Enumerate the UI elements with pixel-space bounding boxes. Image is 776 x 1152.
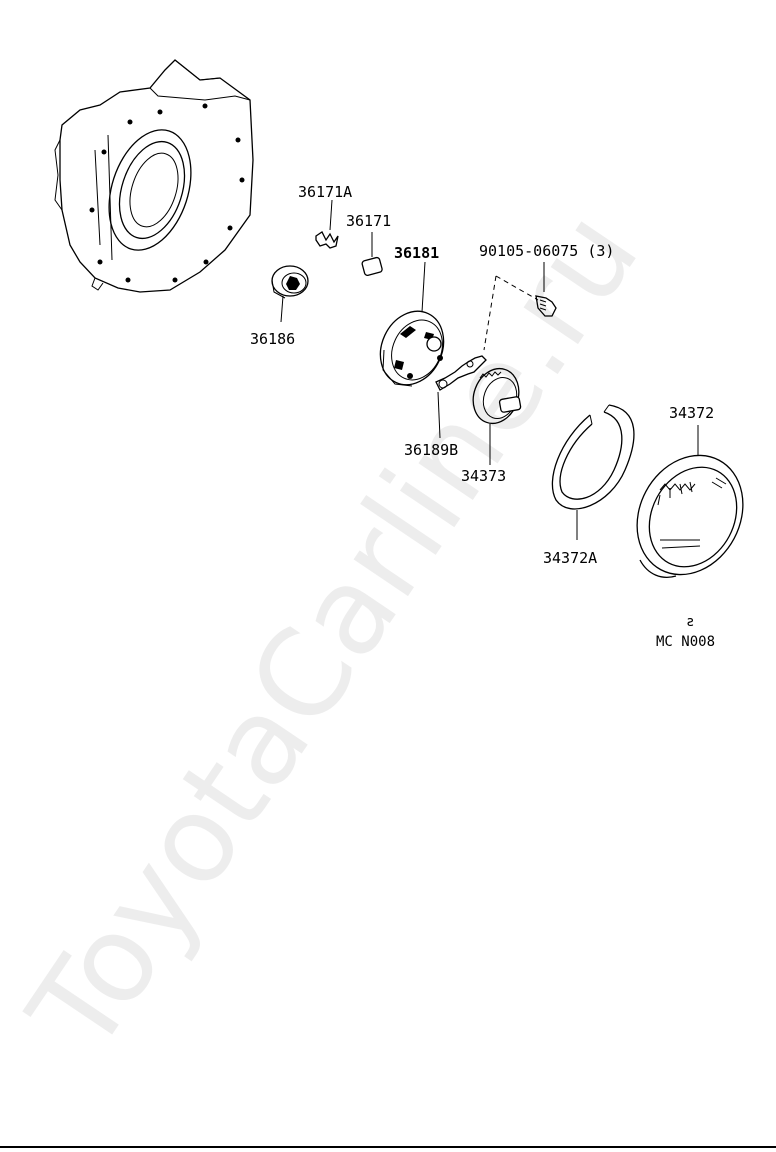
label-36171A: 36171A xyxy=(298,183,352,201)
spring-36171A xyxy=(315,199,339,249)
sleeve-34372 xyxy=(636,425,744,578)
gasket-36189B xyxy=(435,355,487,439)
label-36181: 36181 xyxy=(394,244,439,262)
label-36186: 36186 xyxy=(250,330,295,348)
figure-code: MC N008 xyxy=(656,634,715,650)
label-36171: 36171 xyxy=(346,212,391,230)
gear-34373 xyxy=(472,367,522,465)
figure-mark: ƨ xyxy=(686,614,694,630)
plunger-36171 xyxy=(361,232,383,277)
label-34373: 34373 xyxy=(461,467,506,485)
watermark-text: ToyotaCarline.ru xyxy=(3,188,666,1077)
bottom-rule xyxy=(0,1146,776,1148)
oil-pump-ring-36186 xyxy=(271,265,309,323)
label-34372: 34372 xyxy=(669,404,714,422)
oil-pump-body-36181 xyxy=(379,261,445,387)
label-90105-06075: 90105-06075 (3) xyxy=(479,242,614,260)
label-34372A: 34372A xyxy=(543,549,597,567)
transaxle-case xyxy=(54,59,254,293)
label-36189B: 36189B xyxy=(404,441,458,459)
snap-ring-34372A xyxy=(551,404,635,540)
bolt-90105-06075 xyxy=(483,262,557,351)
